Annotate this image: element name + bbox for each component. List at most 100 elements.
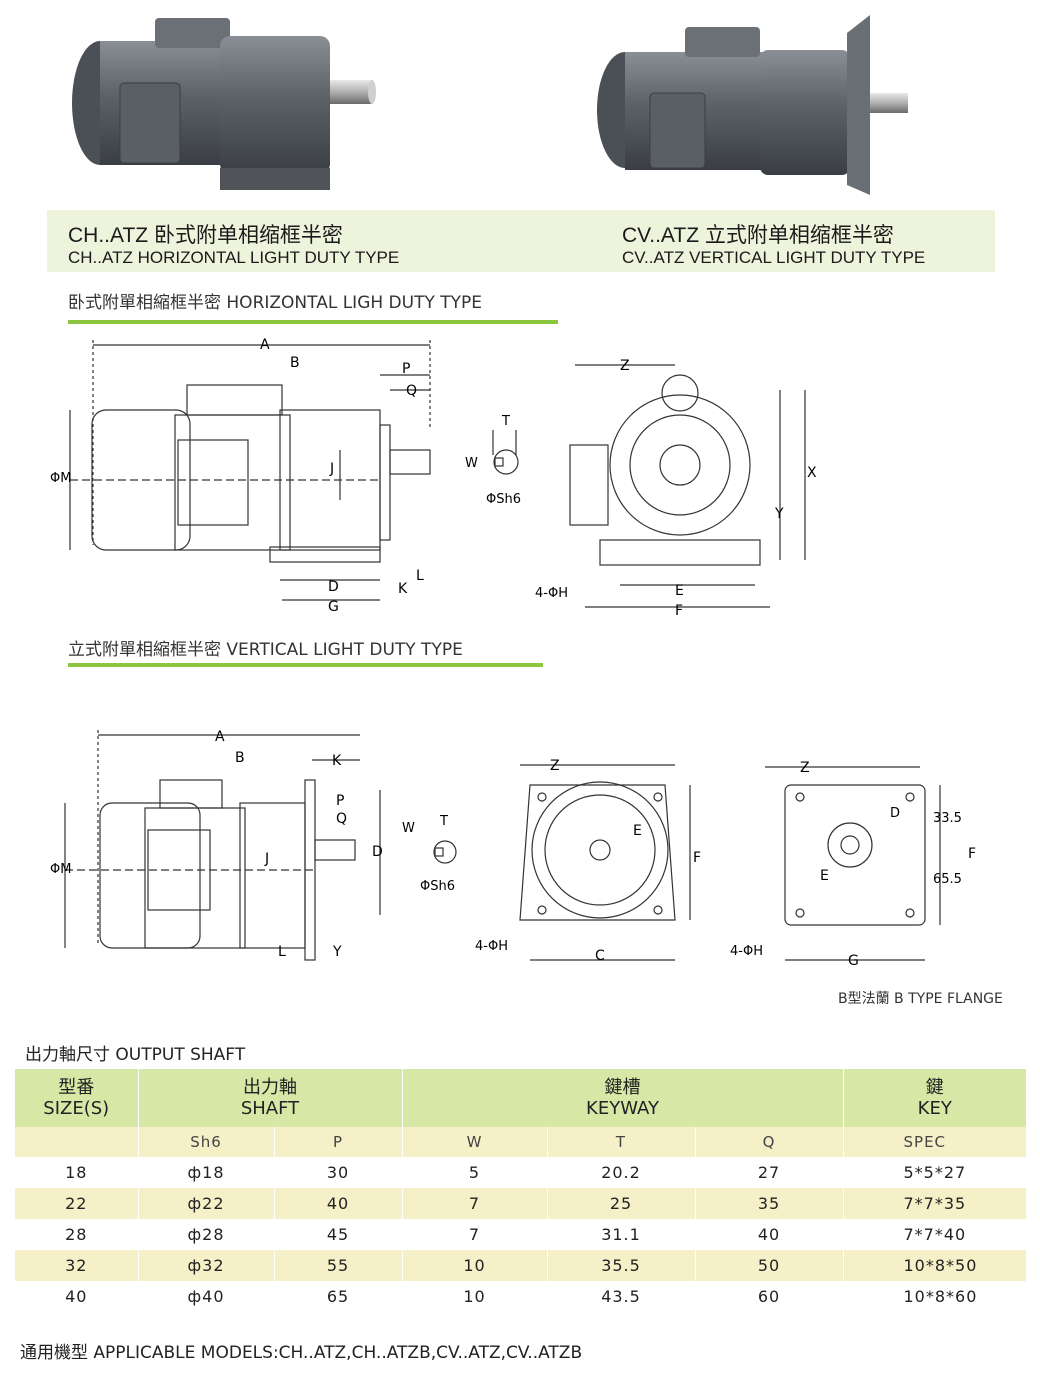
dim-P: P xyxy=(402,361,410,377)
dim-A: A xyxy=(260,337,270,353)
header-shaft: 出力軸 SHAFT xyxy=(138,1069,403,1127)
dim-Q: Q xyxy=(406,383,417,399)
table-cell: 27 xyxy=(695,1157,844,1188)
output-shaft-table: 型番 SIZE(S) 出力軸 SHAFT 鍵槽 KEYWAY 鍵 KEY Sh6… xyxy=(15,1069,1026,1312)
table-cell: 35.5 xyxy=(547,1250,696,1281)
dim-K-vertical: K xyxy=(332,753,342,769)
dim-Q-vertical: Q xyxy=(336,811,347,827)
table-subheader-row: Sh6 P W T Q SPEC xyxy=(15,1127,1026,1157)
header-size-en: SIZE(S) xyxy=(43,1098,110,1119)
table-cell: ф32 xyxy=(138,1250,275,1281)
dim-P-vertical: P xyxy=(336,793,344,809)
dim-K: K xyxy=(398,581,408,597)
header-key-zh: 鍵 xyxy=(925,1077,944,1098)
dim-Y-vertical: Y xyxy=(332,944,342,960)
table-cell: 5*5*27 xyxy=(843,1157,1026,1188)
dim-T: T xyxy=(501,414,510,429)
dim-Z-vertical-front: Z xyxy=(550,758,560,774)
table-cell: ф18 xyxy=(138,1157,275,1188)
table-cell: 7 xyxy=(402,1188,548,1219)
vertical-section-title: 立式附單相縮框半密 VERTICAL LIGHT DUTY TYPE xyxy=(68,640,463,660)
dim-X: X xyxy=(807,465,817,481)
table-cell: 40 xyxy=(274,1188,403,1219)
header-size-zh: 型番 xyxy=(58,1077,95,1098)
table-cell: 32 xyxy=(15,1250,139,1281)
vertical-section-rule xyxy=(68,663,543,667)
dim-65-5: 65.5 xyxy=(933,872,962,887)
subheader-spec: SPEC xyxy=(843,1127,1026,1157)
vertical-shaft-detail: T W ΦSh6 xyxy=(402,814,457,894)
table-title: 出力軸尺寸 OUTPUT SHAFT xyxy=(25,1045,246,1065)
dim-J-vertical: J xyxy=(264,851,269,867)
dim-H-flange: 4-ΦH xyxy=(730,944,763,959)
header-key: 鍵 KEY xyxy=(843,1069,1026,1127)
dim-D-vertical: D xyxy=(372,844,383,860)
table-cell: 25 xyxy=(547,1188,696,1219)
horizontal-shaft-detail: T W ΦSh6 xyxy=(465,414,521,507)
dim-A-vertical: A xyxy=(215,729,225,745)
dim-D-flange: D xyxy=(890,806,900,821)
b-flange-drawing: Z D 33.5 65.5 F E 4-ΦH G xyxy=(730,760,976,969)
table-cell: 65 xyxy=(274,1281,403,1312)
dim-E: E xyxy=(675,583,684,599)
dim-H-vertical-front: 4-ΦH xyxy=(475,939,508,954)
dim-L-vertical: L xyxy=(278,944,286,960)
table-cell: 43.5 xyxy=(547,1281,696,1312)
table-header-row: 型番 SIZE(S) 出力軸 SHAFT 鍵槽 KEYWAY 鍵 KEY xyxy=(15,1069,1026,1127)
table-cell: 22 xyxy=(15,1188,139,1219)
vertical-caption-zh: CV..ATZ 立式附单相缩框半密 xyxy=(622,224,894,247)
vertical-caption: CV..ATZ 立式附单相缩框半密 CV..ATZ VERTICAL LIGHT… xyxy=(622,224,925,268)
horizontal-side-drawing: A B P Q ΦM J D G K L xyxy=(50,337,431,615)
dim-H: 4-ΦH xyxy=(535,586,568,601)
table-cell: 31.1 xyxy=(547,1219,696,1250)
caption-band xyxy=(47,210,995,272)
dim-W: W xyxy=(465,456,478,471)
dim-Z-flange: Z xyxy=(800,760,810,776)
subheader-size xyxy=(15,1127,139,1157)
header-keyway-en: KEYWAY xyxy=(586,1098,659,1119)
table-cell: ф22 xyxy=(138,1188,275,1219)
vertical-side-drawing: A B K P Q ΦM J D L Y xyxy=(50,729,383,961)
horizontal-caption-en: CH..ATZ HORIZONTAL LIGHT DUTY TYPE xyxy=(68,248,400,267)
table-cell: 28 xyxy=(15,1219,139,1250)
header-shaft-zh: 出力軸 xyxy=(243,1077,297,1098)
dim-G: G xyxy=(328,599,339,615)
dim-C-vertical-front: C xyxy=(595,948,605,964)
dim-T-vertical: T xyxy=(439,814,448,829)
dim-33-5: 33.5 xyxy=(933,811,962,826)
table-cell: 55 xyxy=(274,1250,403,1281)
dim-F-flange: F xyxy=(968,846,976,862)
subheader-sh6: Sh6 xyxy=(138,1127,275,1157)
table-cell: 7 xyxy=(402,1219,548,1250)
subheader-q: Q xyxy=(695,1127,844,1157)
table-cell: ф40 xyxy=(138,1281,275,1312)
dim-E-flange: E xyxy=(820,868,829,884)
table-cell: 40 xyxy=(695,1219,844,1250)
dim-E-vertical-front: E xyxy=(633,823,642,839)
header-shaft-en: SHAFT xyxy=(240,1098,300,1119)
horizontal-front-drawing: Z X Y 4-ΦH E F xyxy=(535,358,817,619)
header-keyway-zh: 鍵槽 xyxy=(604,1077,641,1098)
table-cell: 10*8*50 xyxy=(843,1250,1026,1281)
dim-W-vertical: W xyxy=(402,821,415,836)
dim-G-flange: G xyxy=(848,953,859,969)
header-size: 型番 SIZE(S) xyxy=(15,1069,139,1127)
dim-F: F xyxy=(675,603,683,619)
horizontal-section-rule xyxy=(68,320,558,324)
dim-Z: Z xyxy=(620,358,630,374)
table-cell: 7*7*35 xyxy=(843,1188,1026,1219)
subheader-w: W xyxy=(402,1127,548,1157)
table-cell: 5 xyxy=(402,1157,548,1188)
subheader-t: T xyxy=(547,1127,696,1157)
flange-note: B型法蘭 B TYPE FLANGE xyxy=(838,991,1003,1007)
table-cell: 7*7*40 xyxy=(843,1219,1026,1250)
applicable-models: 通用機型 APPLICABLE MODELS:CH..ATZ,CH..ATZB,… xyxy=(20,1343,583,1363)
header-keyway: 鍵槽 KEYWAY xyxy=(402,1069,844,1127)
table-cell: 20.2 xyxy=(547,1157,696,1188)
horizontal-caption: CH..ATZ 卧式附单相缩框半密 CH..ATZ HORIZONTAL LIG… xyxy=(68,224,399,268)
dim-Sh6: ΦSh6 xyxy=(486,492,521,507)
